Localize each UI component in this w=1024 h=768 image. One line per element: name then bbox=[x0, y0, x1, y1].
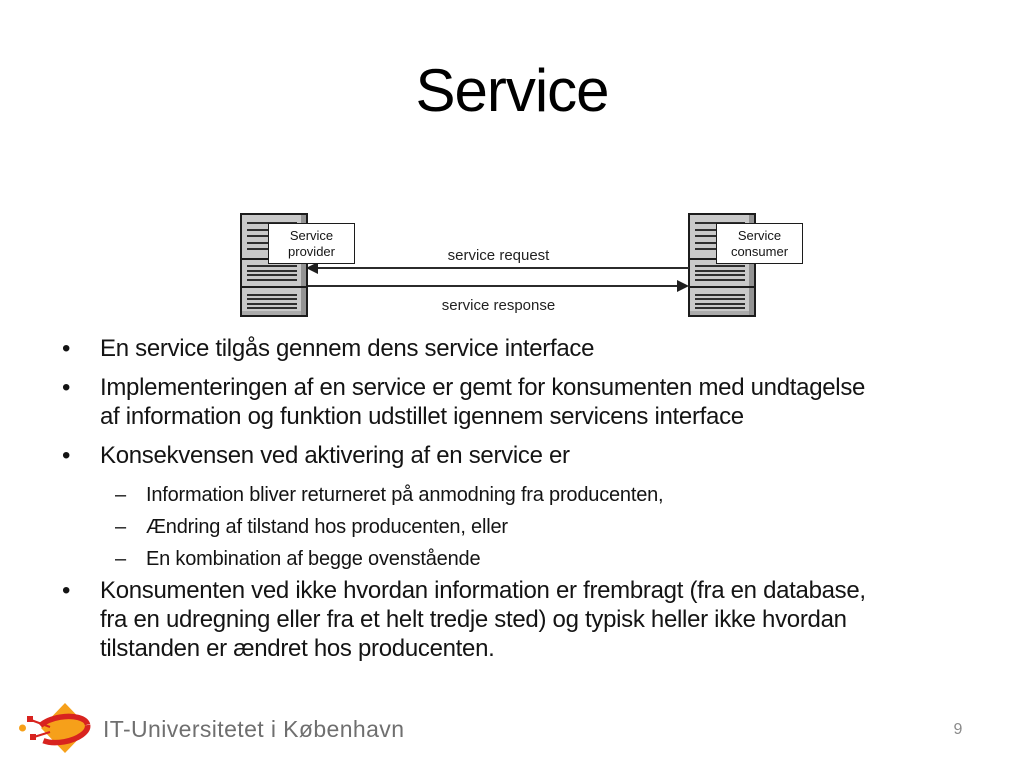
dash-marker: – bbox=[115, 516, 127, 538]
service-request-arrow bbox=[317, 267, 689, 269]
bullet-marker: • bbox=[62, 442, 71, 469]
bullet-line: Implementeringen af en service er gemt f… bbox=[100, 374, 866, 401]
arrowhead-right-icon bbox=[677, 280, 689, 292]
tower-segment bbox=[242, 260, 306, 289]
bullet-line: En kombination af begge ovenstående bbox=[146, 548, 481, 570]
tower-segment bbox=[242, 288, 306, 315]
service-diagram: service request service response Service… bbox=[238, 210, 808, 328]
service-response-label: service response bbox=[441, 297, 556, 314]
itu-logo-icon bbox=[18, 700, 100, 768]
bullet-line: Information bliver returneret på anmodni… bbox=[146, 484, 664, 506]
bullet-line: Konsumenten ved ikke hvordan information… bbox=[100, 577, 866, 604]
arrowhead-left-icon bbox=[306, 262, 318, 274]
slide-title: Service bbox=[415, 57, 609, 124]
bullet-marker: • bbox=[62, 577, 71, 604]
bullet-line: En service tilgås gennem dens service in… bbox=[100, 335, 595, 362]
bullet-line: tilstanden er ændret hos producenten. bbox=[100, 635, 495, 662]
dash-marker: – bbox=[115, 548, 127, 570]
sub-bullet-item: – Information bliver returneret på anmod… bbox=[115, 480, 974, 510]
service-request-label: service request bbox=[447, 247, 550, 264]
dash-marker: – bbox=[115, 484, 127, 506]
bullet-marker: • bbox=[62, 335, 71, 362]
bullet-line: af information og funktion udstillet ige… bbox=[100, 403, 744, 430]
page-number: 9 bbox=[953, 721, 963, 738]
bullet-item: • Konsumenten ved ikke hvordan informati… bbox=[62, 576, 974, 663]
bullet-list: • En service tilgås gennem dens service … bbox=[62, 334, 974, 673]
sub-bullet-item: – Ændring af tilstand hos producenten, e… bbox=[115, 512, 974, 542]
bullet-line: fra en udregning eller fra et helt tredj… bbox=[100, 606, 847, 633]
bullet-marker: • bbox=[62, 374, 71, 401]
bullet-line: Ændring af tilstand hos producenten, ell… bbox=[146, 516, 508, 538]
service-consumer-label: Service consumer bbox=[716, 223, 803, 264]
tower-segment bbox=[690, 288, 754, 315]
sub-bullet-item: – En kombination af begge ovenstående bbox=[115, 544, 974, 574]
bullet-item: • En service tilgås gennem dens service … bbox=[62, 334, 974, 363]
bullet-item: • Implementeringen af en service er gemt… bbox=[62, 373, 974, 431]
bullet-line: Konsekvensen ved aktivering af en servic… bbox=[100, 442, 570, 469]
bullet-item: • Konsekvensen ved aktivering af en serv… bbox=[62, 441, 974, 470]
service-response-arrow bbox=[308, 285, 679, 287]
tower-segment bbox=[690, 260, 754, 289]
footer-org-name: IT-Universitetet i København bbox=[103, 716, 405, 742]
service-provider-label: Service provider bbox=[268, 223, 355, 264]
